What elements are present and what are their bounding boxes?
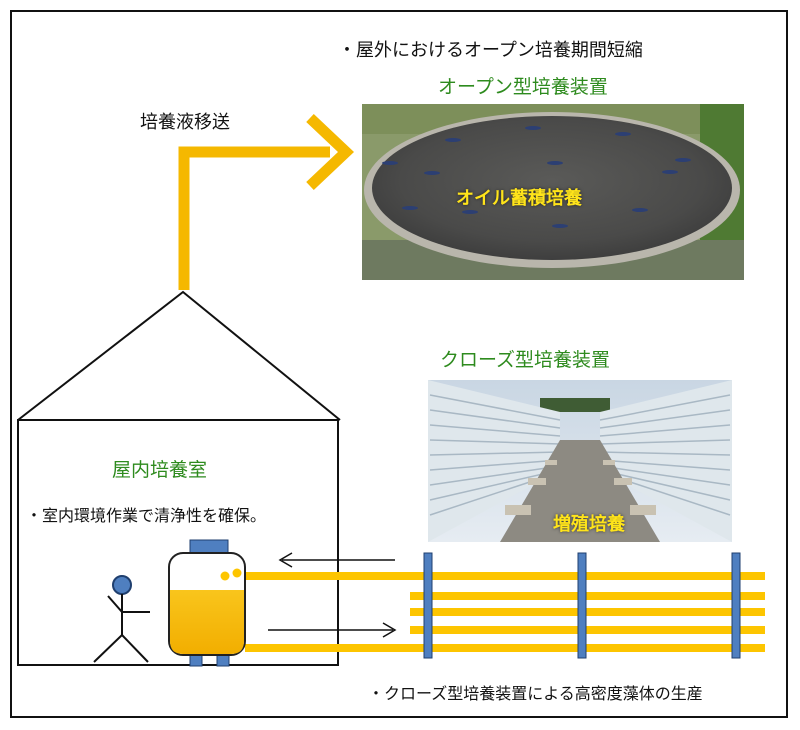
support-posts bbox=[423, 552, 741, 659]
transfer-arrow bbox=[178, 114, 355, 290]
indoor-room-title: 屋内培養室 bbox=[112, 459, 208, 481]
indoor-note: ・室内環境作業で清浄性を確保。 bbox=[26, 506, 267, 525]
pipe-tubes bbox=[245, 572, 765, 652]
footer-note: ・クローズ型培養装置による高密度藻体の生産 bbox=[368, 684, 703, 703]
pipe-tubes-front bbox=[245, 572, 765, 652]
supply-flow-arrow bbox=[268, 622, 397, 638]
open-device-title: オープン型培養装置 bbox=[438, 76, 608, 98]
culture-tank bbox=[168, 539, 246, 667]
closed-photo-label: 増殖培養 bbox=[553, 514, 625, 535]
closed-device-title: クローズ型培養装置 bbox=[440, 349, 611, 371]
indoor-room-house bbox=[17, 290, 341, 666]
diagram-frame bbox=[10, 10, 788, 718]
open-pond-photo bbox=[362, 104, 744, 280]
return-flow-arrow bbox=[278, 552, 395, 568]
transfer-label: 培養液移送 bbox=[140, 112, 230, 133]
closed-reactor-photo bbox=[428, 380, 732, 542]
headline-open-culture: ・屋外におけるオープン培養期間短縮 bbox=[338, 40, 643, 61]
worker-figure bbox=[93, 575, 150, 663]
open-photo-label: オイル蓄積培養 bbox=[456, 188, 582, 209]
paddle-wheel-icons bbox=[382, 126, 691, 228]
